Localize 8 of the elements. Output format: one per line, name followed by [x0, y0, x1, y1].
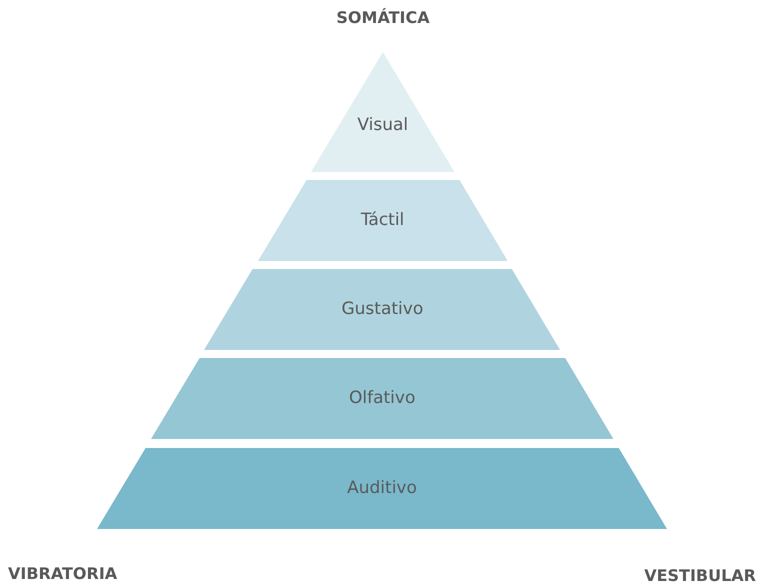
corner-label: VESTIBULAR	[644, 566, 756, 585]
corner-label: VIBRATORIA	[8, 564, 118, 583]
layer-label: Olfativo	[348, 388, 416, 408]
layer-label: Visual	[357, 115, 408, 136]
layer-label: Táctil	[360, 210, 404, 230]
layer-label: Auditivo	[347, 478, 417, 498]
layer-label: Gustativo	[341, 298, 424, 318]
corner-label: SOMÁTICA	[336, 8, 430, 27]
